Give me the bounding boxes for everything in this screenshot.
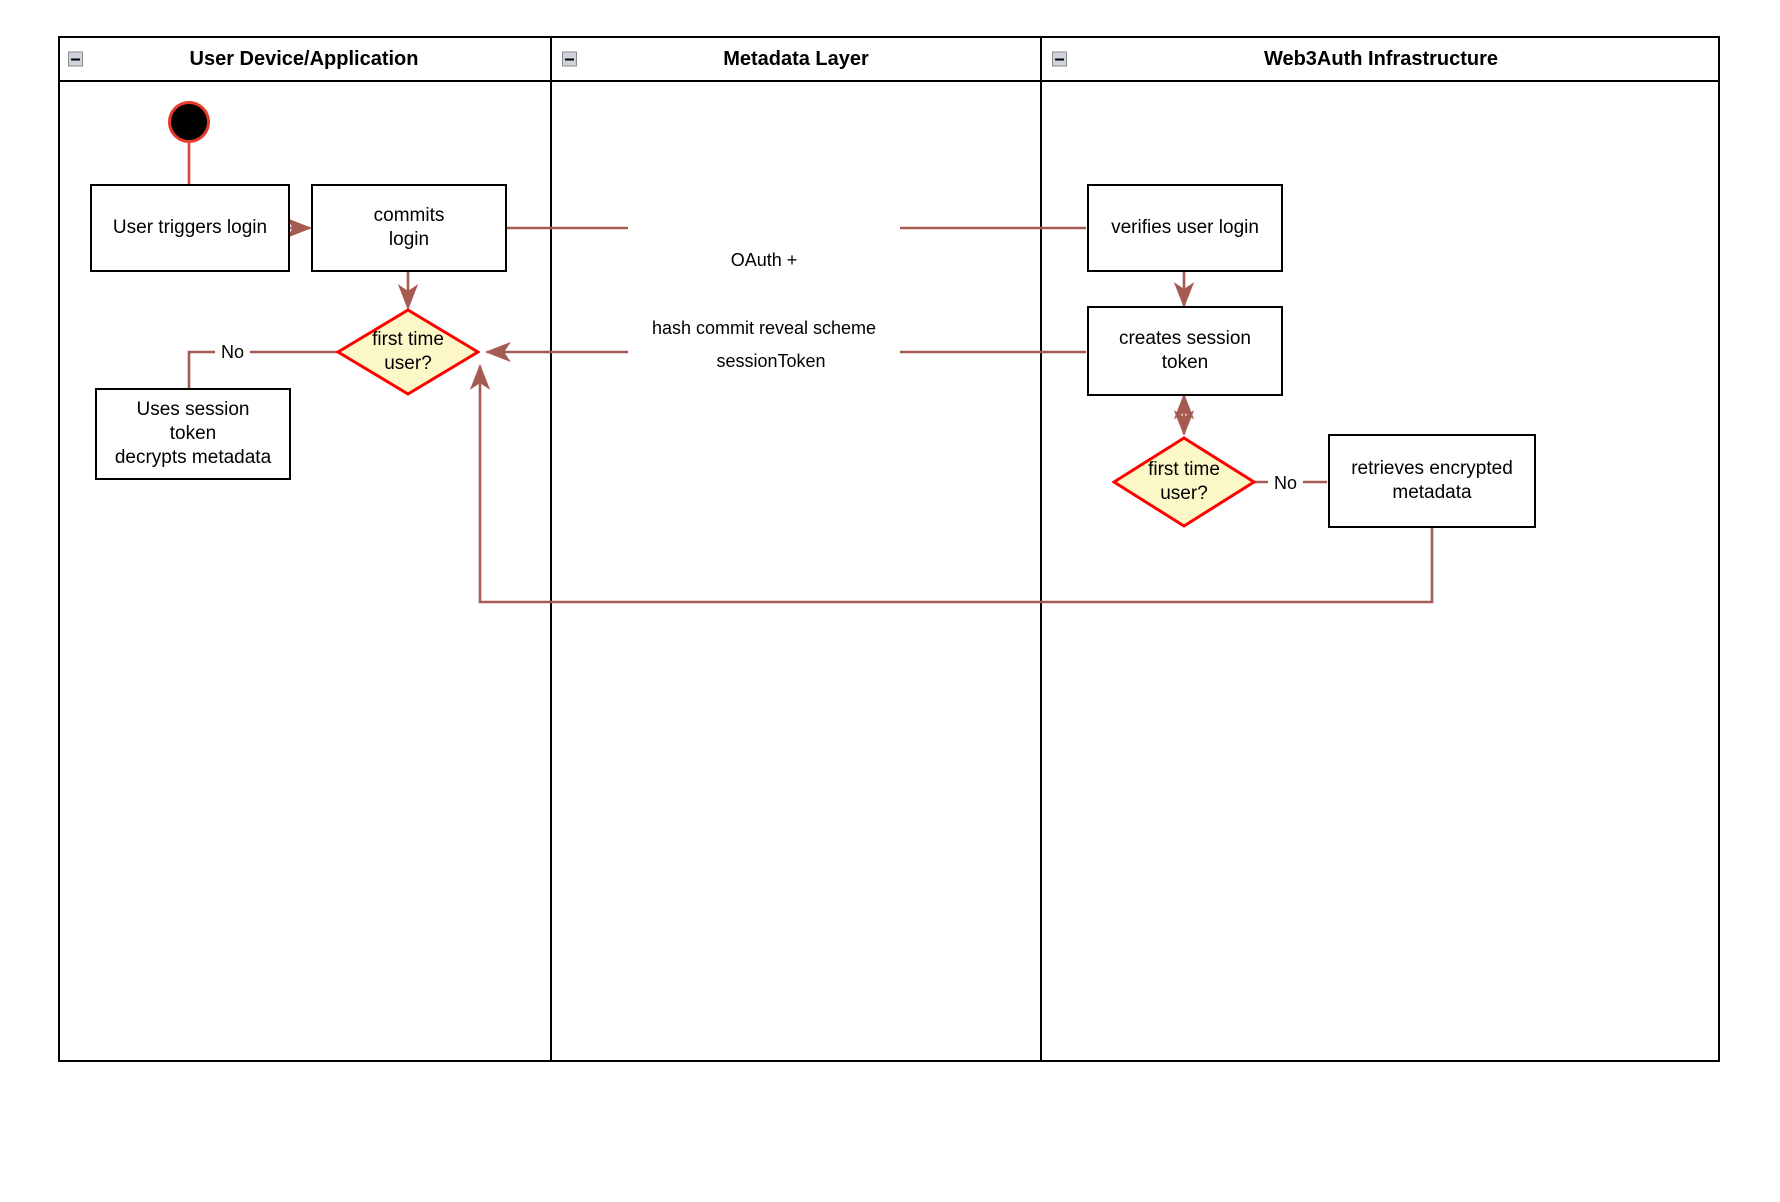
edge-label-oauth: OAuth + hash commit reveal scheme xyxy=(628,202,900,386)
diamond-shape xyxy=(336,308,480,396)
edge-label-no-right: No xyxy=(1268,471,1304,496)
node-label-line-1: creates session xyxy=(1118,327,1251,349)
node-label-line-2: login xyxy=(388,229,430,250)
node-decision-right[interactable]: first time user? xyxy=(1112,436,1256,528)
lane-title-metadata-layer: Metadata Layer xyxy=(723,47,869,70)
node-commits-login[interactable]: commits login xyxy=(311,184,507,272)
edge-label-no-left: No xyxy=(215,340,251,365)
node-label-line-1: retrieves encrypted xyxy=(1351,457,1513,479)
lane-divider-2 xyxy=(1040,36,1042,1062)
node-label-line-2: token xyxy=(1161,352,1209,373)
node-label-line-1: commits xyxy=(373,204,445,226)
lane-divider-1 xyxy=(550,36,552,1062)
collapse-minus-icon[interactable] xyxy=(68,51,83,67)
lane-title-web3auth: Web3Auth Infrastructure xyxy=(1263,47,1499,70)
node-label-line-1: Uses session xyxy=(136,398,250,420)
node-label-line-2: token xyxy=(169,422,217,444)
node-label: verifies user login xyxy=(1111,216,1259,238)
lane-header-web3auth[interactable]: Web3Auth Infrastructure xyxy=(1042,36,1720,82)
node-label-line-2: metadata xyxy=(1392,482,1472,503)
node-user-triggers-login[interactable]: User triggers login xyxy=(90,184,290,272)
node-label: User triggers login xyxy=(112,216,268,238)
lane-header-user-device[interactable]: User Device/Application xyxy=(58,36,550,82)
start-node[interactable] xyxy=(168,101,210,143)
lane-title-user-device: User Device/Application xyxy=(189,47,419,70)
collapse-minus-icon[interactable] xyxy=(1052,51,1067,67)
collapse-minus-icon[interactable] xyxy=(562,51,577,67)
edge-label-line-1: OAuth + xyxy=(730,250,798,270)
lane-header-metadata-layer[interactable]: Metadata Layer xyxy=(552,36,1040,82)
edge-label-session-token: sessionToken xyxy=(700,348,842,375)
node-creates-session-token[interactable]: creates session token xyxy=(1087,306,1283,396)
diamond-shape xyxy=(1112,436,1256,528)
edge-decision-left-no-to-uses-session-token xyxy=(187,350,344,388)
node-uses-session-token[interactable]: Uses session token decrypts metadata xyxy=(95,388,291,480)
edge-label-line-2: hash commit reveal scheme xyxy=(651,317,877,338)
node-retrieves-encrypted-metadata[interactable]: retrieves encrypted metadata xyxy=(1328,434,1536,528)
edge-retrieves-encrypted-metadata-return-loop xyxy=(469,363,1434,604)
lane-header-separator xyxy=(58,80,1720,82)
node-label-line-3: decrypts metadata xyxy=(114,447,272,469)
swimlane-frame xyxy=(58,36,1720,1062)
node-verifies-user-login[interactable]: verifies user login xyxy=(1087,184,1283,272)
node-decision-left[interactable]: first time user? xyxy=(336,308,480,396)
